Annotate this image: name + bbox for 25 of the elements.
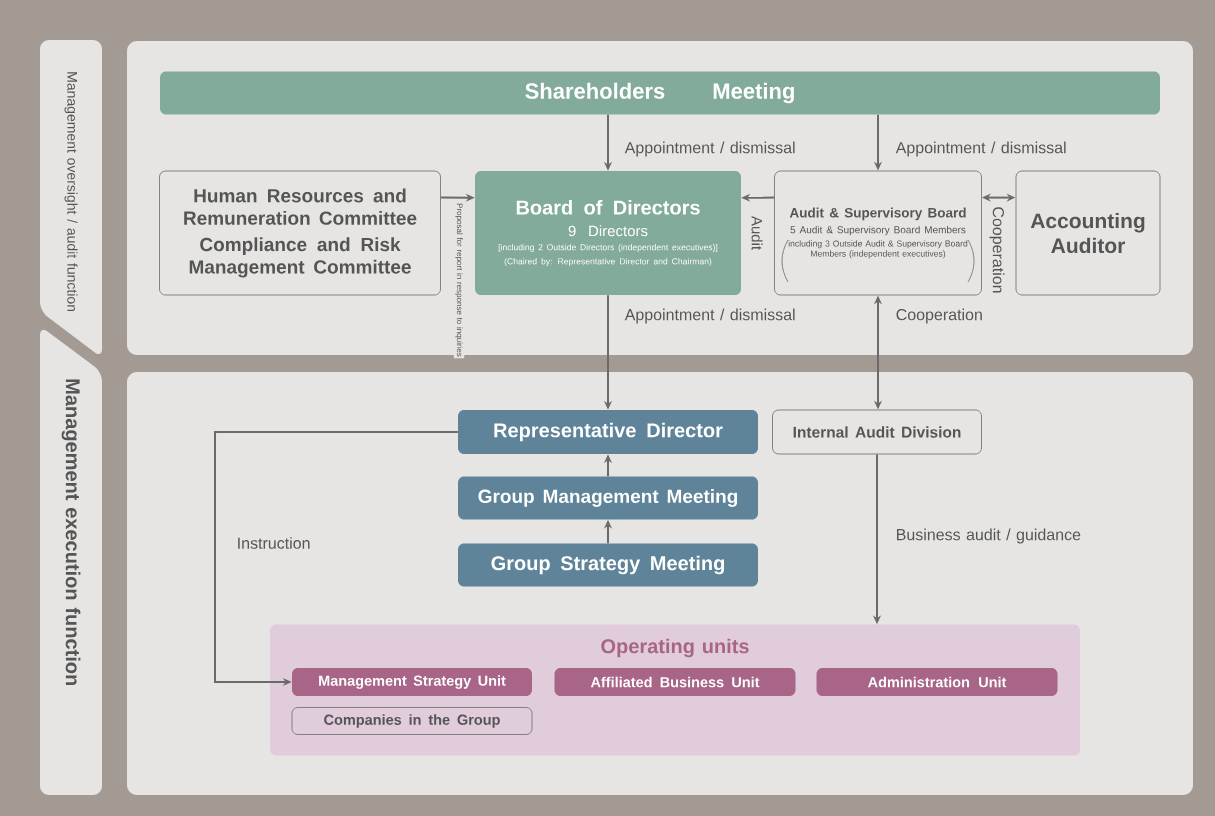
committee-box: Human Resources and Remuneration Committee Compliance and Risk Management Committee bbox=[159, 170, 441, 296]
node-label: Management execution function bbox=[61, 379, 81, 686]
meeting-box: Group Strategy Meeting bbox=[458, 543, 758, 587]
edge-label: Business audit / guidance bbox=[894, 527, 1083, 545]
side-tab: Management execution function bbox=[40, 329, 102, 795]
unit-box: Companies in the Group bbox=[291, 707, 533, 735]
board-box: Board of Directors 9 Directors [including 2 Outside Directors (independent executives)] (Chaired by: Representative Director and Chairman) bbox=[475, 171, 741, 295]
edge-label: Appointment / dismissal bbox=[623, 140, 798, 158]
board-box: Audit & Supervisory Board 5 Audit & Supervisory Board Members including 3 Outside Audit & Supervisory Board Members (independent executives) bbox=[774, 170, 982, 296]
side-tab: Management oversight / audit function bbox=[40, 40, 102, 355]
unit-box: Administration Unit bbox=[816, 668, 1058, 696]
edge-label: Appointment / dismissal bbox=[894, 140, 1069, 158]
director-box: Representative Director bbox=[458, 410, 758, 454]
edge-label: Appointment / dismissal bbox=[623, 307, 798, 325]
meeting-box: Shareholders Meeting bbox=[160, 71, 1160, 115]
auditor-box: Accounting Auditor bbox=[1015, 170, 1161, 296]
meeting-box: Group Management Meeting bbox=[458, 476, 758, 520]
unit-box: Affiliated Business Unit bbox=[554, 668, 796, 696]
edge-label: Audit bbox=[750, 214, 764, 252]
edge-label: Proposal for report in response to inquiries bbox=[453, 201, 465, 359]
unit-box: Management Strategy Unit bbox=[292, 668, 532, 696]
division-box: Internal Audit Division bbox=[772, 409, 982, 455]
node-label: Management oversight / audit function bbox=[64, 72, 78, 312]
edge-label: Cooperation bbox=[894, 307, 985, 325]
edge-label: Cooperation bbox=[988, 204, 1006, 296]
